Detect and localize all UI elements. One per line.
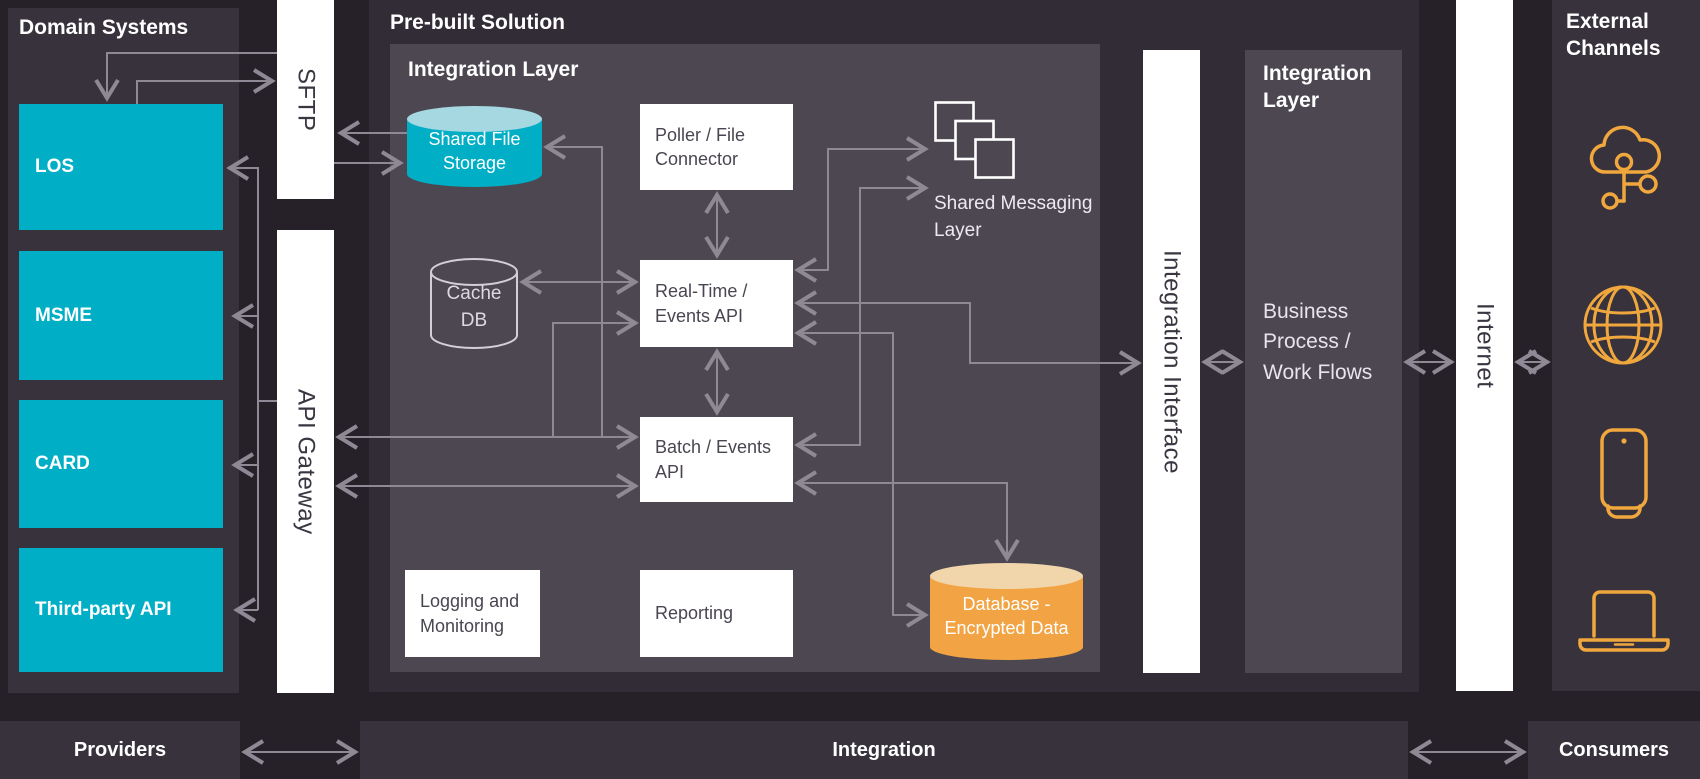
domain-box-card-label: CARD	[35, 453, 90, 474]
consumers-label: Consumers	[1558, 738, 1670, 761]
shared-messaging-icon	[934, 101, 1016, 179]
providers-label: Providers	[73, 738, 167, 761]
domain-systems-title: Domain Systems	[19, 16, 189, 39]
external-channels-title: External Channels	[1566, 10, 1661, 61]
logging-monitoring-label: Logging and Monitoring	[420, 591, 520, 636]
integration-layer-inner-title: Integration Layer	[408, 58, 579, 81]
cylinder-body	[930, 576, 1083, 660]
api-gateway-bar-label: API Gateway	[292, 388, 320, 535]
database-encrypted-cylinder: Database - Encrypted Data	[930, 563, 1083, 660]
cloud-network-icon	[1584, 122, 1664, 214]
domain-box-los: LOS	[19, 104, 223, 230]
integration-layer-right-panel: Integration Layer Business Process / Wor…	[1245, 50, 1402, 673]
shared-messaging-label: Shared Messaging Layer	[934, 193, 1093, 241]
batch-events-api-box: Batch / Events API	[640, 417, 793, 502]
shared-file-storage-cylinder: Shared File Storage	[407, 106, 542, 187]
domain-box-msme: MSME	[19, 251, 223, 380]
providers-band: Providers	[0, 721, 240, 779]
domain-box-thirdparty-label: Third-party API	[35, 599, 172, 620]
cylinder-top	[930, 563, 1083, 589]
domain-box-card: CARD	[19, 400, 223, 528]
cache-db-cylinder: Cache DB	[429, 257, 519, 351]
laptop-icon	[1578, 590, 1670, 654]
integration-interface-bar-label: Integration Interface	[1158, 249, 1186, 474]
domain-box-los-label: LOS	[35, 156, 75, 177]
integration-layer-right-title: Integration Layer	[1263, 62, 1372, 113]
business-process-label: Business Process / Work Flows	[1263, 300, 1373, 384]
domain-box-thirdparty: Third-party API	[19, 548, 223, 672]
realtime-events-api-label: Real-Time / Events API	[655, 281, 748, 326]
consumers-band: Consumers	[1528, 721, 1700, 779]
internet-bar-label: Internet	[1471, 302, 1499, 389]
integration-band: Integration	[360, 721, 1408, 779]
reporting-label: Reporting	[655, 603, 734, 624]
poller-file-connector-label: Poller / File Connector	[655, 124, 746, 169]
internet-bar: Internet	[1456, 0, 1513, 691]
smartphone-icon	[1599, 428, 1649, 520]
cache-db-cylinder-outline	[430, 258, 518, 349]
shared-file-storage-label: Shared File Storage	[428, 129, 521, 173]
cache-db-label: Cache DB	[446, 283, 502, 331]
poller-file-connector-box: Poller / File Connector	[640, 104, 793, 190]
integration-label: Integration	[832, 738, 936, 761]
external-channels-panel: External Channels	[1552, 0, 1700, 691]
sftp-bar-label: SFTP	[292, 67, 320, 132]
domain-box-msme-label: MSME	[35, 304, 92, 326]
sftp-bar: SFTP	[277, 0, 334, 199]
integration-interface-bar: Integration Interface	[1143, 50, 1200, 673]
batch-events-api-label: Batch / Events API	[655, 437, 772, 482]
logging-monitoring-box: Logging and Monitoring	[405, 570, 540, 657]
prebuilt-solution-title: Pre-built Solution	[390, 11, 565, 34]
api-gateway-bar: API Gateway	[277, 230, 334, 693]
reporting-box: Reporting	[640, 570, 793, 657]
cylinder-top	[407, 106, 542, 132]
globe-icon	[1581, 283, 1665, 367]
realtime-events-api-box: Real-Time / Events API	[640, 260, 793, 347]
database-encrypted-label: Database - Encrypted Data	[944, 594, 1069, 638]
